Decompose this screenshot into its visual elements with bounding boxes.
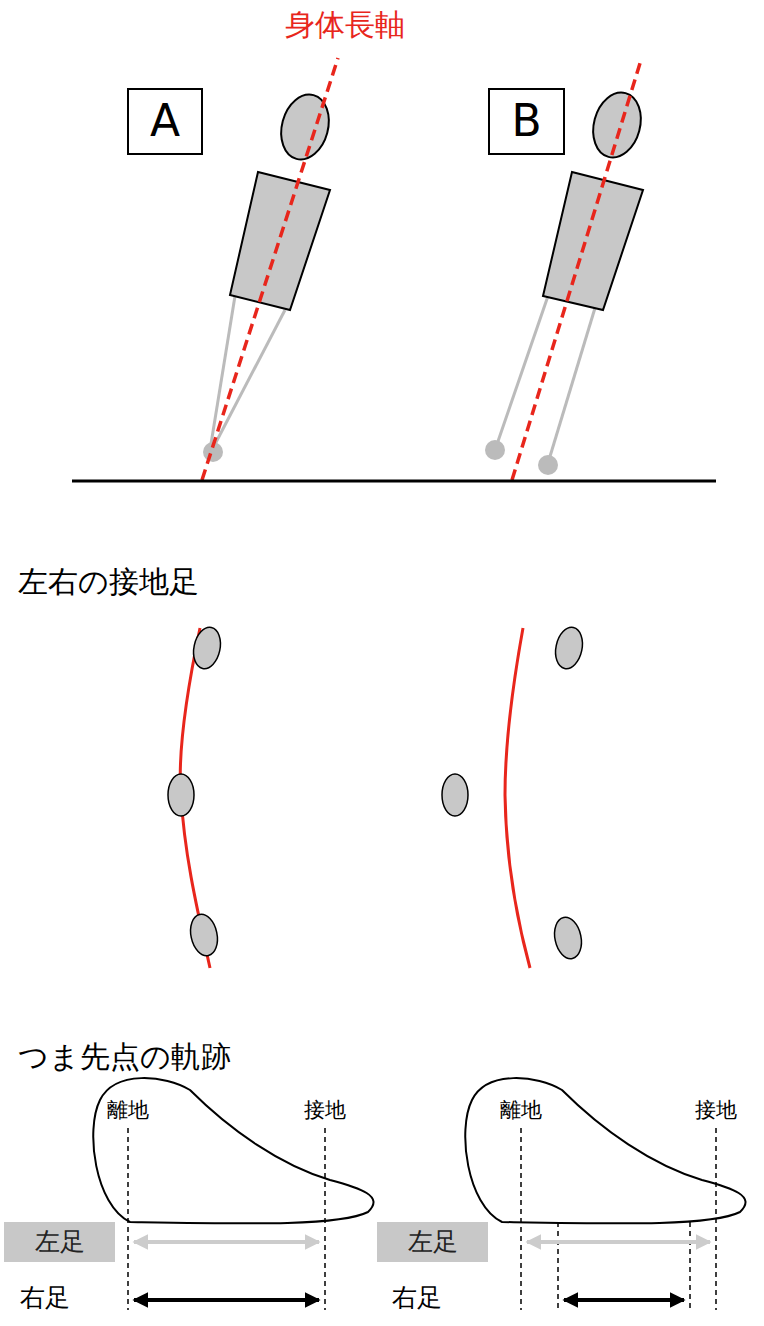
legend-tag: 左足 bbox=[4, 1222, 115, 1262]
phase-label: 接地 bbox=[302, 1098, 348, 1122]
footprint bbox=[187, 912, 221, 958]
range-arrow bbox=[134, 1240, 319, 1244]
range-arrow bbox=[134, 1298, 319, 1302]
footprint bbox=[551, 915, 585, 961]
dashed-marker bbox=[520, 1128, 522, 1310]
ground-line bbox=[72, 480, 716, 483]
node-text: 左足 bbox=[408, 1228, 458, 1256]
footprint bbox=[552, 625, 586, 671]
axis-label: 身体長軸 bbox=[285, 8, 405, 43]
head bbox=[586, 87, 648, 163]
toe-loop bbox=[465, 1078, 745, 1223]
dashed-marker bbox=[127, 1128, 129, 1310]
trajectory-curve bbox=[505, 628, 530, 968]
node-text: A bbox=[150, 97, 180, 145]
section-heading: つま先点の軌跡 bbox=[18, 1040, 231, 1075]
phase-label: 離地 bbox=[498, 1098, 544, 1122]
foot bbox=[485, 440, 505, 460]
legend-tag: 左足 bbox=[377, 1222, 488, 1262]
toe-loop bbox=[93, 1078, 373, 1223]
leg bbox=[548, 308, 595, 463]
node-text: B bbox=[511, 97, 541, 145]
footprint bbox=[168, 774, 194, 816]
range-arrow bbox=[527, 1240, 710, 1244]
torso bbox=[230, 172, 330, 310]
dashed-marker bbox=[715, 1128, 717, 1310]
dashed-marker bbox=[557, 1222, 559, 1310]
dashed-marker bbox=[689, 1222, 691, 1310]
node-text: 左足 bbox=[35, 1228, 85, 1256]
torso bbox=[543, 172, 643, 310]
foot-label: 右足 bbox=[20, 1284, 70, 1313]
foot-label: 右足 bbox=[392, 1284, 442, 1313]
phase-label: 離地 bbox=[105, 1098, 151, 1122]
panel-letter-box: B bbox=[488, 88, 565, 155]
section-heading: 左右の接地足 bbox=[18, 565, 199, 600]
panel-letter-box: A bbox=[127, 88, 203, 155]
range-arrow bbox=[564, 1298, 684, 1302]
footprint bbox=[190, 625, 224, 671]
phase-label: 接地 bbox=[693, 1098, 739, 1122]
head bbox=[274, 89, 336, 165]
dashed-marker bbox=[324, 1128, 326, 1310]
body-axis bbox=[512, 60, 641, 480]
body-axis bbox=[202, 58, 338, 480]
foot bbox=[538, 455, 558, 475]
footprint bbox=[442, 774, 468, 816]
leg bbox=[495, 296, 548, 450]
